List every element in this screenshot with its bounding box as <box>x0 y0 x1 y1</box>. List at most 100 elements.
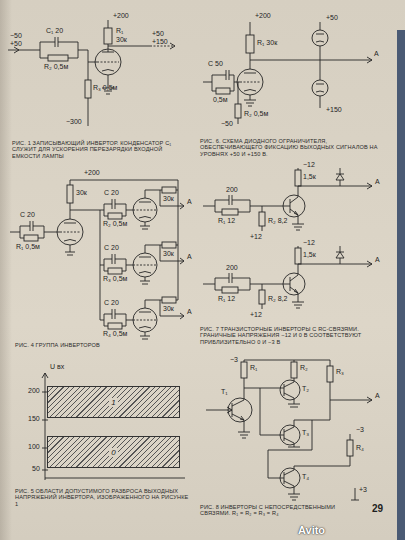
fig7-transistor-inverter-stroke <box>283 195 305 217</box>
circuit-label: С 20 <box>20 211 35 219</box>
fig4-branch-stroke <box>139 312 151 313</box>
fig4-branch-stroke <box>108 213 122 219</box>
fig7-transistor-inverter-stroke <box>259 212 265 226</box>
fig6-diode-limiter-stroke <box>312 30 328 46</box>
circuit-label: R₃ <box>336 368 344 376</box>
circuit-label: T₃ <box>302 429 309 437</box>
circuit-label: R₁ 30к <box>257 39 277 47</box>
fig1-tube-inverter-stroke <box>88 62 89 80</box>
fig8-direct-coupled-inverters-stroke <box>291 362 297 378</box>
circuit-label: 0,5м <box>213 96 228 104</box>
circuit-label: А <box>375 392 380 400</box>
fig4-branch-stroke <box>162 187 176 193</box>
fig6-diode-limiter <box>203 22 372 124</box>
fig1-tube-inverter-stroke <box>108 20 109 28</box>
fig7-transistor-inverter-stroke <box>336 168 344 186</box>
fig4-branch-stroke <box>140 222 150 229</box>
fig4-branch-stroke <box>162 297 176 303</box>
fig8-direct-coupled-inverters-stroke <box>294 360 295 362</box>
fig8-direct-coupled-inverters-stroke <box>350 434 351 466</box>
circuit-label: А <box>375 256 380 264</box>
figure-caption: РИС. 5 ОБЛАСТИ ДОПУСТИМОГО РАЗБРОСА ВЫХО… <box>15 488 190 507</box>
fig8-direct-coupled-inverters-stroke <box>241 362 247 378</box>
fig1-tube-inverter-stroke <box>102 70 114 72</box>
tolerance-band: 1 <box>47 386 180 418</box>
fig4-inverter-group-stroke <box>70 210 100 320</box>
circuit-label: T₄ <box>302 473 309 481</box>
fig8-direct-coupled-inverters-stroke <box>280 425 300 445</box>
circuit-label: +12 <box>250 233 262 241</box>
fig4-branch-stroke <box>162 242 176 248</box>
fig8-direct-coupled-inverters-stroke <box>347 440 353 456</box>
circuit-label: А <box>187 308 192 316</box>
circuit-label: R₁ 12 <box>218 295 235 303</box>
fig8-direct-coupled-inverters-stroke <box>284 420 330 447</box>
fig4-branch <box>100 297 184 339</box>
circuit-label: +12 <box>250 311 262 319</box>
circuit-label: R₁ <box>116 27 123 35</box>
fig4-inverter-group-stroke <box>57 219 83 245</box>
fig4-branch-stroke <box>108 268 122 274</box>
circuit-label: 100 <box>28 443 40 451</box>
circuit-label: −50 <box>10 32 22 40</box>
circuit-label: −3 <box>230 356 238 364</box>
circuit-label: 200 <box>226 264 238 272</box>
fig7-transistor-inverter-stroke <box>292 224 304 230</box>
circuit-label: R₂ 0,5м <box>244 110 268 118</box>
circuit-label: +150 <box>152 38 168 46</box>
fig7-transistor-inverter-stroke <box>298 246 299 248</box>
fig4-inverter-group <box>10 180 184 339</box>
fig4-inverter-group-stroke <box>67 185 73 203</box>
circuit-label: −12 <box>303 239 315 247</box>
fig7-transistor-inverter-stroke <box>298 168 299 170</box>
fig8-direct-coupled-inverters-stroke <box>280 380 300 400</box>
fig6-diode-limiter-stroke <box>216 88 230 94</box>
fig6-diode-limiter-stroke <box>250 60 372 61</box>
fig7-transistor-inverter-stroke <box>298 183 372 189</box>
fig7-transistor-inverter-stroke <box>203 195 290 212</box>
circuit-label: С 20 <box>104 244 119 252</box>
fig7-transistor-inverter-stroke <box>222 209 238 215</box>
circuit-label: +50 <box>152 30 164 38</box>
fig1-tube-inverter <box>8 20 175 126</box>
figure-caption: РИС. 4 ГРУППА ИНВЕРТОРОВ <box>15 342 190 348</box>
fig6-diode-limiter-stroke <box>316 22 324 60</box>
fig7-transistor-inverter-stroke <box>295 248 301 264</box>
circuit-label: R₁ 0,5м <box>16 243 40 251</box>
fig4-branch-stroke <box>133 308 157 332</box>
circuit-label: +200 <box>113 12 129 20</box>
band-label: 0 <box>109 448 117 457</box>
fig4-inverter-group-stroke <box>70 180 71 185</box>
circuit-label: С 20 <box>104 189 119 197</box>
fig8-direct-coupled-inverters-stroke <box>284 466 350 500</box>
figure-caption: РИС. 6. СХЕМА ДИОДНОГО ОГРАНИЧИТЕЛЯ, ОБЕ… <box>200 138 388 157</box>
fig4-inverter-group-stroke <box>24 235 38 241</box>
fig7-transistor-inverter-stroke <box>262 206 263 212</box>
fig1-tube-inverter-stroke <box>108 46 150 47</box>
circuit-label: R₄ <box>356 444 364 452</box>
fig8-direct-coupled-inverters-stroke <box>244 360 245 362</box>
fig6-diode-limiter-stroke <box>240 82 260 83</box>
fig6-diode-limiter-stroke <box>244 90 256 92</box>
circuit-label: 30к <box>163 250 174 258</box>
fig4-branch-stroke <box>133 253 157 277</box>
fig8-direct-coupled-inverters <box>206 360 372 500</box>
fig6-diode-limiter-stroke <box>244 95 256 106</box>
circuit-label: А <box>375 178 380 186</box>
fig6-diode-limiter-stroke <box>244 73 256 74</box>
fig6-diode-limiter-stroke <box>235 104 241 118</box>
fig1-tube-inverter-stroke <box>48 55 68 61</box>
circuit-label: R₃ 0,5м <box>103 275 127 283</box>
circuit-label: +50 <box>10 40 22 48</box>
circuit-label: +3 <box>359 486 367 494</box>
fig4-inverter-group-stroke <box>70 203 71 219</box>
circuit-label: U вх <box>50 363 64 371</box>
circuit-label: 30к <box>163 195 174 203</box>
circuit-label: С 50 <box>208 60 223 68</box>
circuit-label: 30к <box>163 305 174 313</box>
fig4-branch-stroke <box>108 323 122 329</box>
fig1-tube-inverter-stroke <box>108 44 109 52</box>
fig6-diode-limiter-stroke <box>316 60 324 108</box>
circuit-label: R₃ 0,5м <box>93 84 117 92</box>
fig7-transistor-inverter-stroke <box>259 290 265 304</box>
